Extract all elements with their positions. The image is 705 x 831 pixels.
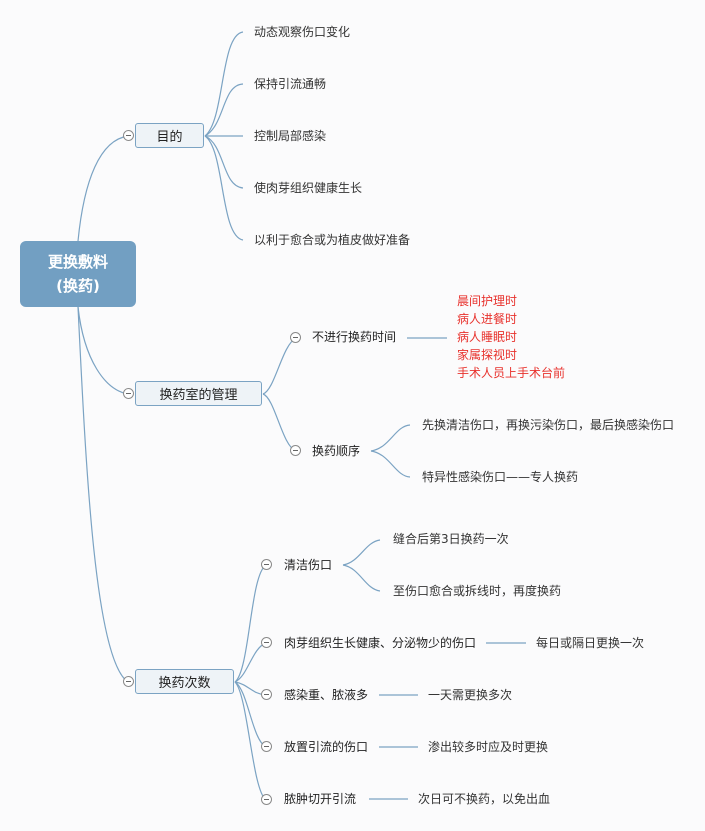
purpose-item[interactable]: 动态观察伤口变化	[254, 25, 351, 39]
link-room-notime	[262, 337, 297, 395]
purpose-item[interactable]: 控制局部感染	[254, 129, 327, 143]
link-clean-1	[342, 539, 381, 566]
subtopic-drainage[interactable]: 放置引流的伤口	[284, 740, 369, 754]
link-root-room	[77, 306, 129, 395]
collapse-icon[interactable]	[123, 388, 134, 399]
link-purpose-4	[204, 135, 244, 189]
clean-wound-item[interactable]: 缝合后第3日换药一次	[393, 532, 509, 546]
link-clean-2	[342, 564, 381, 592]
infected-value[interactable]: 一天需更换多次	[428, 688, 513, 702]
link-room-order	[262, 393, 297, 452]
root-node[interactable]: 更换敷料 (换药)	[20, 241, 136, 307]
no-change-time-item[interactable]: 家属探视时	[457, 348, 518, 362]
branch-room-management[interactable]: 换药室的管理	[135, 381, 262, 406]
granulation-value[interactable]: 每日或隔日更换一次	[536, 636, 645, 650]
link-root-frequency	[77, 306, 129, 683]
collapse-icon[interactable]	[261, 741, 272, 752]
no-change-time-item[interactable]: 手术人员上手术台前	[457, 366, 566, 380]
collapse-icon[interactable]	[261, 637, 272, 648]
subtopic-no-change-time[interactable]: 不进行换药时间	[312, 330, 397, 344]
branch-label: 目的	[156, 130, 183, 145]
collapse-icon[interactable]	[290, 445, 301, 456]
link-purpose-5	[204, 135, 244, 241]
no-change-time-item[interactable]: 病人进餐时	[457, 312, 518, 326]
branch-purpose[interactable]: 目的	[135, 123, 204, 148]
root-subtitle: (换药)	[56, 277, 100, 295]
subtopic-infected[interactable]: 感染重、脓液多	[284, 688, 369, 702]
subtopic-granulation[interactable]: 肉芽组织生长健康、分泌物少的伤口	[284, 636, 477, 650]
purpose-item[interactable]: 使肉芽组织健康生长	[254, 181, 363, 195]
subtopic-order[interactable]: 换药顺序	[312, 444, 361, 458]
link-freq-clean	[234, 564, 267, 683]
branch-frequency[interactable]: 换药次数	[135, 669, 234, 694]
collapse-icon[interactable]	[261, 689, 272, 700]
collapse-icon[interactable]	[290, 332, 301, 343]
link-purpose-2	[204, 83, 244, 137]
link-order-2	[370, 450, 411, 478]
collapse-icon[interactable]	[261, 559, 272, 570]
link-purpose-1	[204, 31, 244, 137]
order-item[interactable]: 先换清洁伤口，再换污染伤口，最后换感染伤口	[422, 418, 675, 432]
purpose-item[interactable]: 以利于愈合或为植皮做好准备	[254, 233, 411, 247]
root-title: 更换敷料	[47, 253, 108, 271]
branch-label: 换药室的管理	[159, 388, 238, 403]
clean-wound-item[interactable]: 至伤口愈合或拆线时，再度换药	[393, 584, 562, 598]
drainage-value[interactable]: 渗出较多时应及时更换	[428, 740, 549, 754]
subtopic-abscess[interactable]: 脓肿切开引流	[284, 792, 357, 806]
no-change-time-item[interactable]: 晨间护理时	[457, 294, 518, 308]
link-root-purpose	[77, 135, 129, 242]
subtopic-clean-wound[interactable]: 清洁伤口	[284, 558, 333, 572]
collapse-icon[interactable]	[123, 676, 134, 687]
collapse-icon[interactable]	[261, 794, 272, 805]
branch-label: 换药次数	[158, 676, 211, 691]
abscess-value[interactable]: 次日可不换药，以免出血	[418, 792, 551, 806]
link-order-1	[370, 424, 411, 452]
no-change-time-item[interactable]: 病人睡眠时	[457, 330, 518, 344]
purpose-item[interactable]: 保持引流通畅	[254, 77, 327, 91]
order-item[interactable]: 特异性感染伤口——专人换药	[422, 470, 579, 484]
link-freq-abscess	[234, 681, 267, 801]
collapse-icon[interactable]	[123, 130, 134, 141]
